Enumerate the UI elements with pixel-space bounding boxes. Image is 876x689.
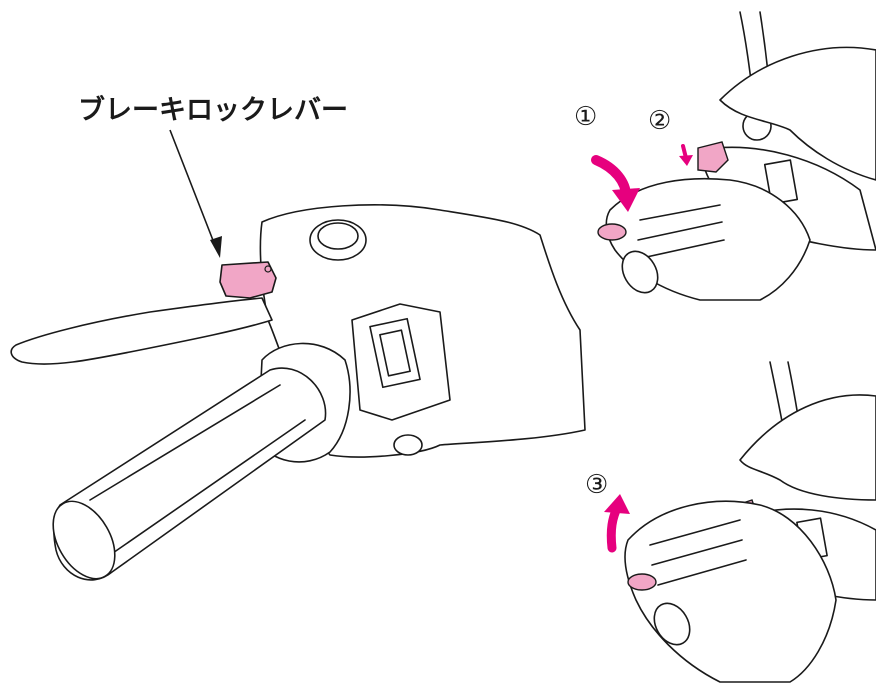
grip-end-1 [621,250,659,294]
callout-arrow-head [210,236,222,258]
brake-lever-tip-1 [597,223,627,241]
knob [393,434,423,456]
step-1-number: ① [574,102,598,132]
step-2-number: ② [648,106,672,136]
callout-arrow-line [169,129,217,249]
mirror-mount [309,219,367,261]
grip-end-3 [653,602,691,646]
switch-button [369,317,421,389]
brake-lock-lever-label: ブレーキロックレバー [78,95,348,126]
brake-lever-tip-3 [627,573,657,591]
upper-hand [719,46,876,181]
brake-lock-lever [219,261,277,299]
grip-end [52,500,116,580]
step-3-number: ③ [585,470,609,500]
step-3-illustration [604,361,876,683]
upper-hand-3 [739,394,876,501]
switch-top [763,159,799,205]
lock-lever-step2 [697,141,729,173]
brake-lever [10,297,273,365]
step-1-2-illustration [591,11,876,301]
handlebar-overview [10,129,586,581]
